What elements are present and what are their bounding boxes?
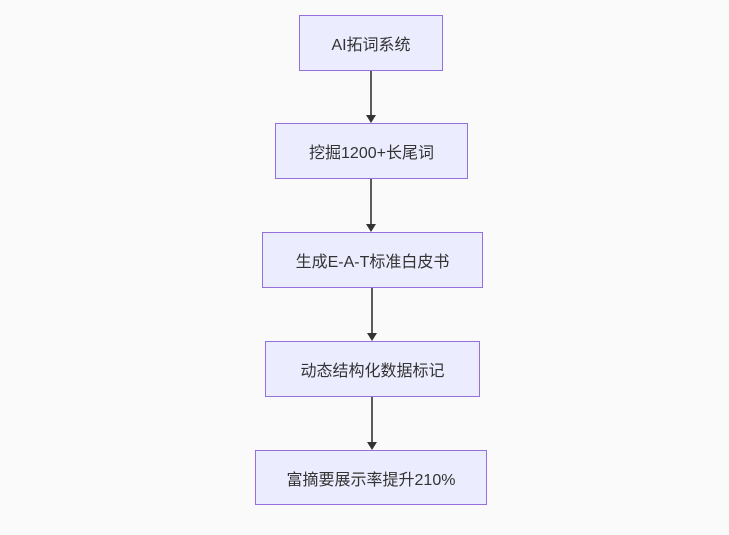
arrow-line [370, 71, 372, 116]
arrowhead-down-icon [366, 224, 376, 232]
arrow-line [371, 397, 373, 443]
arrow-line [370, 179, 372, 225]
arrowhead-down-icon [367, 442, 377, 450]
arrow-connector-1 [366, 71, 376, 123]
arrow-connector-2 [366, 179, 376, 232]
flow-node-label: 富摘要展示率提升210% [286, 471, 456, 489]
flow-node-longtail-mining: 挖掘1200+长尾词 [275, 123, 468, 179]
arrowhead-down-icon [367, 333, 377, 341]
arrow-line [371, 288, 373, 334]
arrowhead-down-icon [366, 115, 376, 123]
flow-node-structured-data-markup: 动态结构化数据标记 [265, 341, 480, 397]
flow-node-eat-whitepaper: 生成E-A-T标准白皮书 [262, 232, 483, 288]
flow-node-label: AI拓词系统 [331, 37, 411, 54]
arrow-connector-4 [367, 397, 377, 450]
arrow-connector-3 [367, 288, 377, 341]
flow-node-rich-snippet-result: 富摘要展示率提升210% [255, 450, 487, 505]
flow-node-label: 动态结构化数据标记 [300, 363, 445, 380]
flow-node-ai-keyword-system: AI拓词系统 [299, 15, 443, 71]
flow-node-label: 挖掘1200+长尾词 [309, 145, 434, 162]
flow-node-label: 生成E-A-T标准白皮书 [295, 254, 450, 271]
